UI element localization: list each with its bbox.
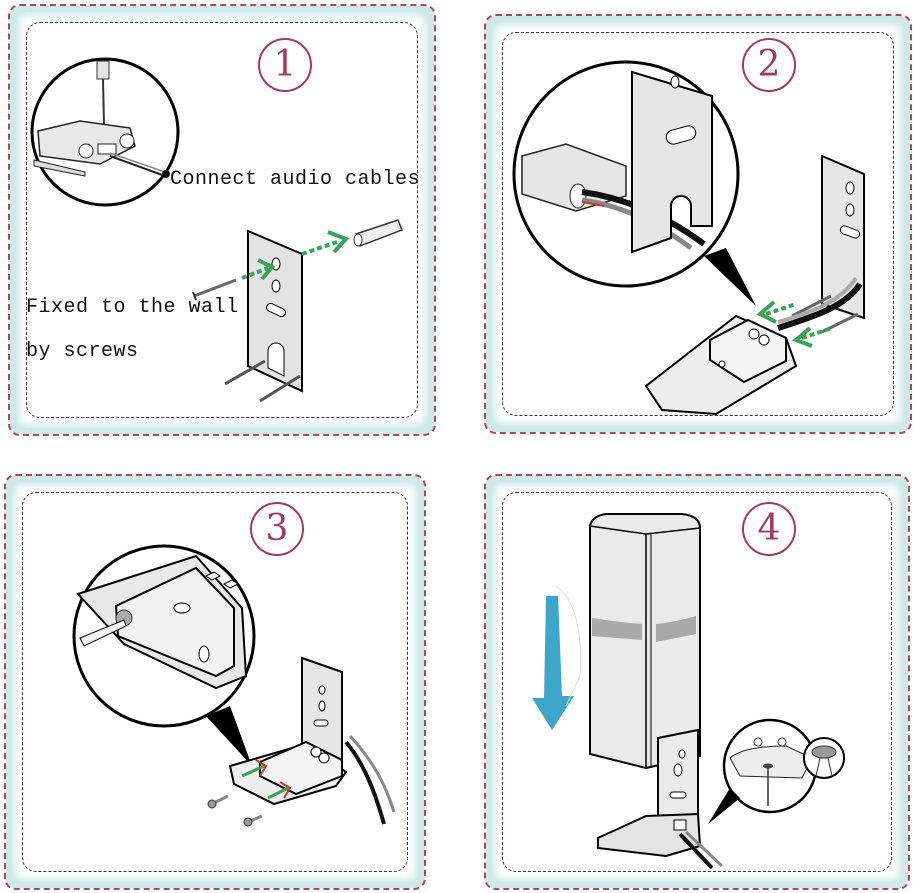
step-number-badge: 4	[742, 502, 796, 556]
green-arrow-icon	[241, 759, 292, 800]
by-screws-label: by screws	[26, 340, 139, 363]
green-arrow-icon	[241, 230, 350, 281]
step-1-illustration	[30, 57, 403, 403]
speaker-icon	[589, 513, 701, 770]
l-bracket-icon	[597, 728, 702, 858]
blue-down-arrow-icon	[532, 585, 581, 730]
magnifier-inset-icon	[512, 60, 756, 306]
magnifier-inset-icon	[72, 544, 256, 766]
step-number-badge: 3	[250, 502, 304, 556]
step-4-panel: 4	[484, 474, 910, 890]
screwdriver-icon	[79, 619, 127, 647]
step-2-illustration	[512, 60, 865, 416]
mount-base-icon	[228, 740, 348, 806]
step-number-badge: 1	[258, 38, 312, 92]
step-3-panel: 3	[4, 474, 426, 890]
magnifier-inset-icon	[30, 57, 180, 207]
step-number-badge: 2	[742, 38, 796, 92]
magnifier-inset-icon	[708, 718, 845, 824]
screwdriver-icon	[96, 60, 110, 127]
cable-icon	[344, 734, 396, 825]
screw-icon	[207, 794, 263, 827]
step-3-illustration	[72, 544, 396, 827]
cable-icon	[678, 830, 724, 870]
wall-bracket-icon	[791, 154, 865, 334]
step-2-panel: 2	[484, 14, 912, 434]
fixed-to-wall-label: Fixed to the wall	[26, 296, 239, 319]
cable-icon	[777, 276, 863, 331]
mount-base-icon	[644, 314, 798, 416]
green-arrow-icon	[756, 300, 833, 348]
bracket-slot-icon	[631, 70, 713, 254]
screw-icon	[192, 278, 237, 301]
step-4-illustration	[532, 513, 845, 870]
wall-anchor-icon	[353, 219, 403, 247]
step-1-panel: 1	[8, 4, 436, 436]
connect-audio-cables-label: Connect audio cables	[170, 168, 421, 191]
